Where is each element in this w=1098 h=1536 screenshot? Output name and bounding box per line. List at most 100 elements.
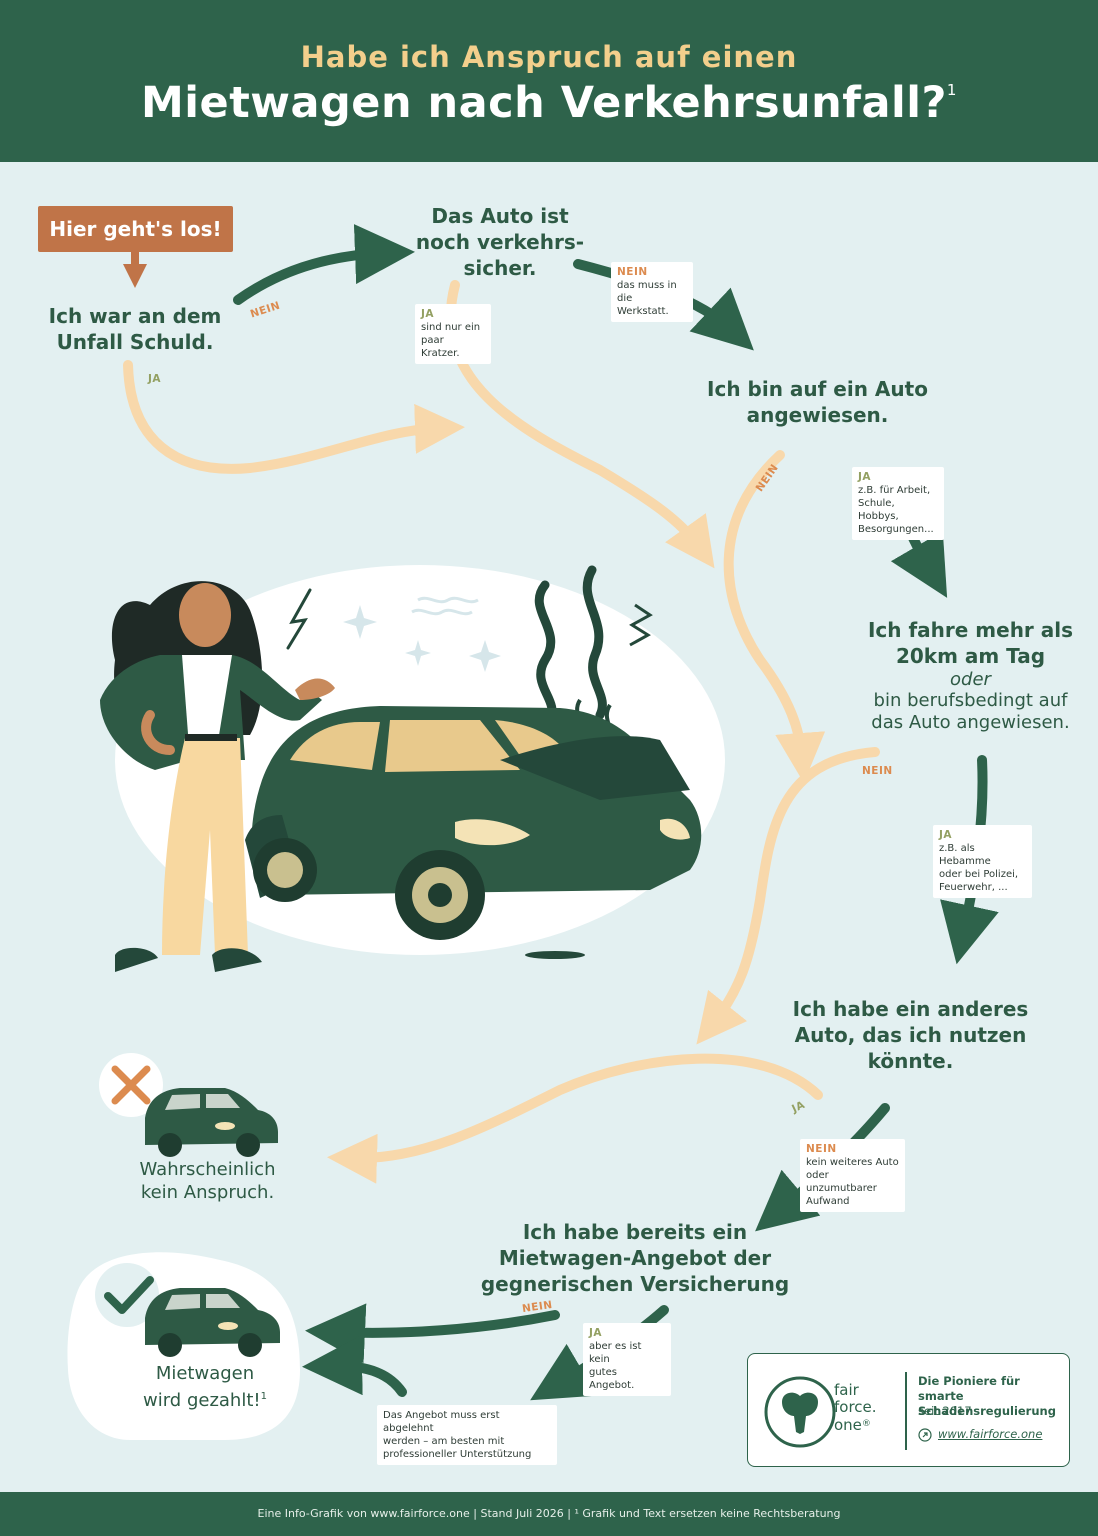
note-kratzer: JA sind nur ein paar Kratzer. bbox=[415, 304, 491, 364]
header-title: Mietwagen nach Verkehrsunfall?1 bbox=[0, 78, 1098, 128]
node-angewiesen: Ich bin auf ein Auto angewiesen. bbox=[690, 376, 945, 428]
start-badge: Hier geht's los! bbox=[38, 206, 233, 252]
result-text-main: wird gezahlt! bbox=[143, 1390, 261, 1411]
node-text: bin berufsbedingt auf bbox=[873, 690, 1068, 711]
label-nein: NEIN bbox=[862, 765, 893, 777]
arrow-schuld-nein bbox=[233, 224, 415, 305]
node-anderes: Ich habe ein anderes Auto, das ich nutze… bbox=[778, 996, 1043, 1074]
wave-icon bbox=[411, 608, 473, 616]
external-link-icon bbox=[918, 1428, 932, 1442]
brand-box: fair force. one® Die Pioniere für smarte… bbox=[747, 1353, 1070, 1467]
brand-since: seit 2017 bbox=[918, 1404, 972, 1418]
arrow-angewiesen-nein bbox=[723, 450, 826, 783]
smoke-icon bbox=[534, 580, 557, 725]
node-text: Mietwagen-Angebot der bbox=[498, 1246, 772, 1270]
arrow-ablehnen bbox=[302, 1335, 407, 1397]
note-text: gutes Angebot. bbox=[589, 1367, 635, 1391]
note-text: das muss in bbox=[617, 280, 677, 291]
node-text: sicher. bbox=[463, 256, 537, 280]
brand-name: fair force. one® bbox=[834, 1382, 877, 1434]
node-text: Ich habe bereits ein bbox=[522, 1220, 748, 1244]
brand-tagline-text: Die Pioniere für smarte bbox=[918, 1374, 1020, 1403]
node-text: noch verkehrs- bbox=[415, 230, 585, 254]
lightning-icon bbox=[286, 588, 312, 650]
wave-icon bbox=[417, 596, 479, 604]
node-fahre: Ich fahre mehr als 20km am Tag oder bin … bbox=[848, 617, 1093, 734]
note-ablehnen: Das Angebot muss erst abgelehnt werden –… bbox=[377, 1405, 557, 1465]
footnote-mark: 1 bbox=[946, 81, 957, 99]
brand-name-part: one® bbox=[834, 1416, 877, 1434]
node-text: Ich habe ein anderes bbox=[792, 997, 1029, 1021]
brand-tagline-text: Schadensregulierung bbox=[918, 1404, 1056, 1418]
registered-mark: ® bbox=[861, 1419, 871, 1429]
node-text: oder bbox=[950, 669, 991, 690]
small-car-icon bbox=[145, 1288, 280, 1357]
node-text: Auto, das ich nutzen bbox=[794, 1023, 1027, 1047]
node-text: könnte. bbox=[867, 1049, 954, 1073]
node-text: Ich war an dem bbox=[48, 304, 222, 328]
footnote-mark: 1 bbox=[260, 1391, 267, 1402]
note-head: JA bbox=[939, 829, 953, 841]
node-text: das Auto angewiesen. bbox=[871, 712, 1070, 733]
note-kein-auto: NEIN kein weiteres Auto oder unzumutbare… bbox=[800, 1139, 905, 1212]
note-text: Das Angebot muss erst abgelehnt bbox=[383, 1410, 500, 1434]
brand-name-part: force. bbox=[834, 1398, 877, 1416]
star-icon bbox=[343, 605, 377, 639]
note-text: kein weiteres Auto bbox=[806, 1157, 899, 1168]
note-text: oder bei Polizei, bbox=[939, 869, 1019, 880]
note-text: professioneller Unterstützung bbox=[383, 1449, 532, 1460]
check-badge bbox=[95, 1263, 159, 1327]
cross-icon bbox=[111, 1065, 151, 1105]
start-arrow-head bbox=[123, 264, 147, 288]
star-icon bbox=[469, 640, 501, 672]
node-angebot: Ich habe bereits ein Mietwagen-Angebot d… bbox=[470, 1219, 800, 1297]
label-ja: JA bbox=[148, 373, 162, 385]
node-text: Unfall Schuld. bbox=[56, 330, 214, 354]
brand-url-link[interactable]: www.fairforce.one bbox=[938, 1427, 1043, 1441]
note-text: sind nur ein bbox=[421, 322, 481, 333]
node-text: gegnerischen Versicherung bbox=[480, 1272, 790, 1296]
squiggle-icon bbox=[629, 603, 653, 647]
brand-divider bbox=[905, 1372, 907, 1450]
note-text: z.B. als Hebamme bbox=[939, 843, 991, 867]
result-paid: Mietwagen wird gezahlt!1 bbox=[110, 1362, 300, 1412]
note-text: Feuerwehr, ... bbox=[939, 882, 1008, 893]
note-text: oder unzumutbarer bbox=[806, 1170, 877, 1194]
check-icon bbox=[104, 1276, 154, 1314]
result-text: wird gezahlt!1 bbox=[110, 1385, 300, 1412]
header-title-text: Mietwagen nach Verkehrsunfall? bbox=[141, 78, 947, 128]
node-text: Ich fahre mehr als bbox=[867, 618, 1074, 642]
arrow-fahre-nein bbox=[696, 747, 880, 1045]
arrow-schuld-ja bbox=[123, 360, 465, 474]
result-text: kein Anspruch. bbox=[140, 1182, 275, 1203]
smoke-icon bbox=[582, 565, 607, 720]
node-schuld: Ich war an dem Unfall Schuld. bbox=[40, 303, 230, 355]
result-text: Mietwagen bbox=[155, 1363, 255, 1384]
note-head: NEIN bbox=[806, 1143, 837, 1155]
small-car-icon bbox=[145, 1088, 278, 1157]
crashed-car-illustration bbox=[245, 706, 702, 959]
elephant-logo-icon bbox=[764, 1376, 836, 1448]
note-kein-gutes: JA aber es ist kein gutes Angebot. bbox=[583, 1323, 671, 1396]
node-text: Das Auto ist bbox=[431, 204, 569, 228]
result-text: Wahrscheinlich bbox=[139, 1159, 276, 1180]
note-head: JA bbox=[589, 1327, 603, 1339]
note-arbeit: JA z.B. für Arbeit, Schule, Hobbys, Beso… bbox=[852, 467, 944, 540]
node-text: Ich bin auf ein Auto bbox=[707, 377, 928, 401]
node-verkehrssicher: Das Auto ist noch verkehrs- sicher. bbox=[405, 203, 595, 281]
note-text: die Werkstatt. bbox=[617, 293, 669, 317]
brand-tagline: Die Pioniere für smarte Schadensregulier… bbox=[918, 1374, 1069, 1419]
header-subtitle: Habe ich Anspruch auf einen bbox=[300, 40, 798, 74]
woman-illustration bbox=[100, 581, 335, 972]
note-text: aber es ist kein bbox=[589, 1341, 642, 1365]
star-icon bbox=[405, 640, 431, 666]
arrow-angebot-nein bbox=[305, 1303, 560, 1364]
note-head: JA bbox=[421, 308, 435, 320]
brand-name-part: one bbox=[834, 1416, 862, 1434]
note-text: Besorgungen... bbox=[858, 524, 934, 535]
note-head: JA bbox=[858, 471, 872, 483]
note-head: NEIN bbox=[617, 266, 648, 278]
result-no-claim: Wahrscheinlich kein Anspruch. bbox=[110, 1158, 305, 1204]
footer: Eine Info-Grafik von www.fairforce.one |… bbox=[0, 1492, 1098, 1536]
